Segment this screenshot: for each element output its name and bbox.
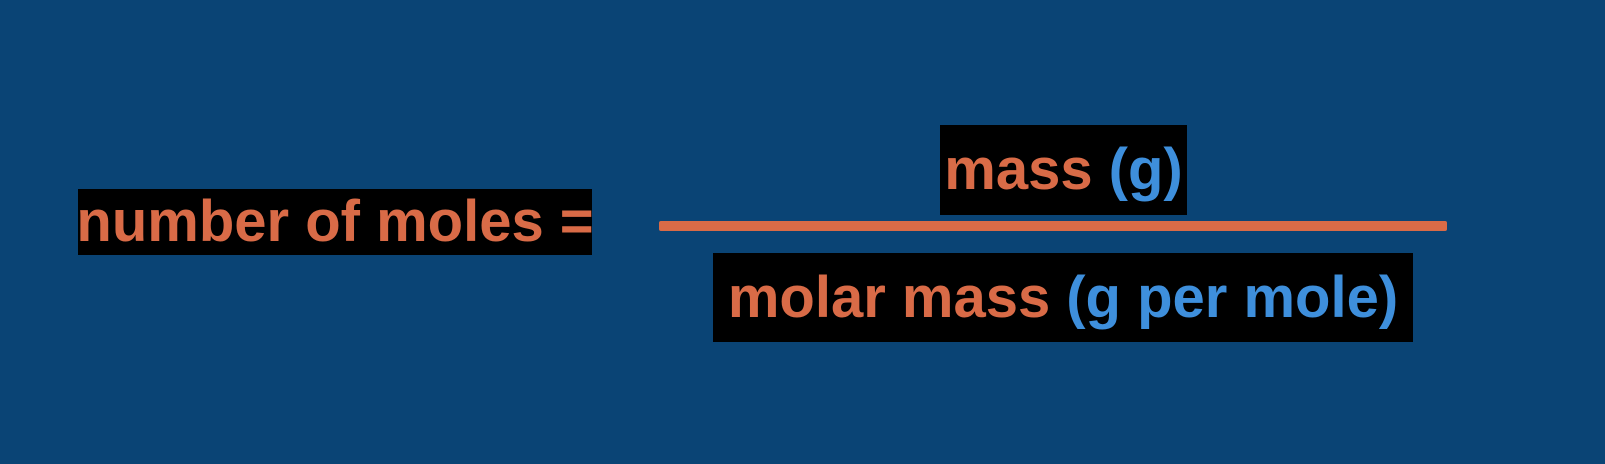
lhs-highlight-box: number of moles = bbox=[76, 189, 594, 255]
denominator-unit: (g per mole) bbox=[1066, 264, 1399, 330]
numerator-highlight-box: mass (g) bbox=[940, 125, 1187, 215]
denominator-term: molar mass bbox=[727, 264, 1051, 330]
equals-sign: = bbox=[559, 189, 594, 254]
numerator-unit: (g) bbox=[1108, 137, 1183, 202]
lhs-label: number of moles bbox=[76, 189, 544, 254]
numerator-term: mass bbox=[944, 137, 1093, 202]
fraction-bar bbox=[659, 221, 1447, 231]
denominator-highlight-box: molar mass (g per mole) bbox=[713, 253, 1413, 342]
